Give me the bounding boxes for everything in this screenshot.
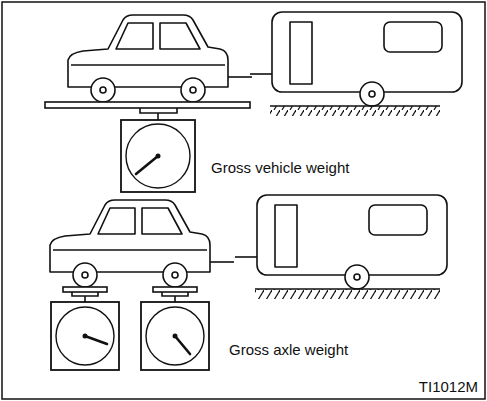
axles-on-scales xyxy=(50,195,447,370)
scale-caption: Gross vehicle weight xyxy=(210,160,350,177)
scale-caption: Gross axle weight xyxy=(228,342,349,359)
vehicle-on-platform xyxy=(45,12,462,192)
figure-code: TI1012M xyxy=(418,379,479,396)
